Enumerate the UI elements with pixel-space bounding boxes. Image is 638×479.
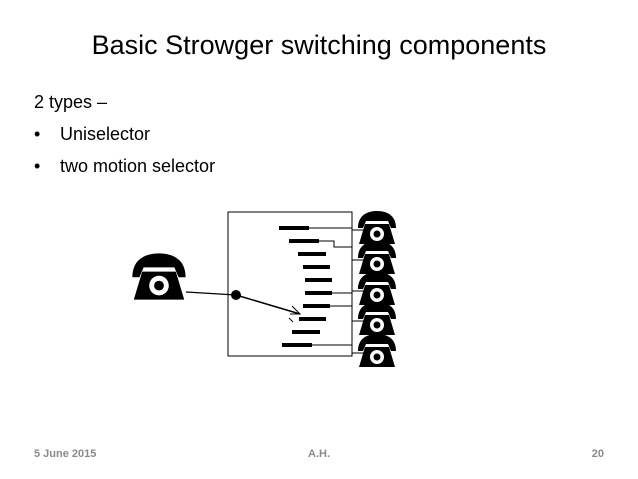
output-line: [332, 290, 366, 294]
bank-contact: [305, 291, 332, 295]
intro-text: 2 types –: [34, 92, 108, 112]
called-telephone-icon: [358, 272, 396, 305]
output-line: [312, 344, 366, 354]
called-telephone-icon: [358, 211, 396, 244]
bullet-marker: •: [34, 156, 41, 176]
wiper-arm: [235, 294, 301, 315]
bullet-text: two motion selector: [60, 156, 216, 176]
output-line: [319, 240, 366, 261]
footer-author: A.H.: [308, 448, 330, 460]
output-wiring: [309, 227, 366, 354]
bank-contact: [299, 317, 326, 321]
output-line: [309, 227, 366, 231]
called-telephone-icon: [358, 334, 396, 367]
wiper-arrow: [290, 305, 302, 315]
bank-contact: [303, 304, 330, 308]
slide-body: 2 types – • Uniselector • two motion sel…: [34, 86, 215, 182]
bullet-item: • Uniselector: [34, 118, 215, 150]
output-line: [330, 305, 366, 322]
bank-contact: [292, 330, 320, 334]
selector-housing: [227, 211, 353, 357]
bank-contact: [298, 252, 326, 256]
bank-contact: [289, 239, 319, 243]
called-telephone-icon: [358, 302, 396, 335]
bullet-text: Uniselector: [60, 124, 151, 144]
wiper-motion-mark: [288, 317, 294, 323]
bank-contact: [282, 343, 312, 347]
bank-contact: [279, 226, 309, 230]
contact-bank: [279, 226, 332, 347]
calling-telephone-icon: [132, 253, 186, 300]
footer-page-number: 20: [591, 448, 604, 460]
bullet-item: • two motion selector: [34, 150, 215, 182]
bank-contact: [305, 278, 332, 282]
bullet-marker: •: [34, 124, 41, 144]
called-telephone-icon: [358, 241, 396, 274]
footer-date: 5 June 2015: [34, 448, 97, 460]
slide-title: Basic Strowger switching components: [91, 30, 547, 60]
input-line: [185, 291, 237, 296]
bank-contact: [303, 265, 330, 269]
